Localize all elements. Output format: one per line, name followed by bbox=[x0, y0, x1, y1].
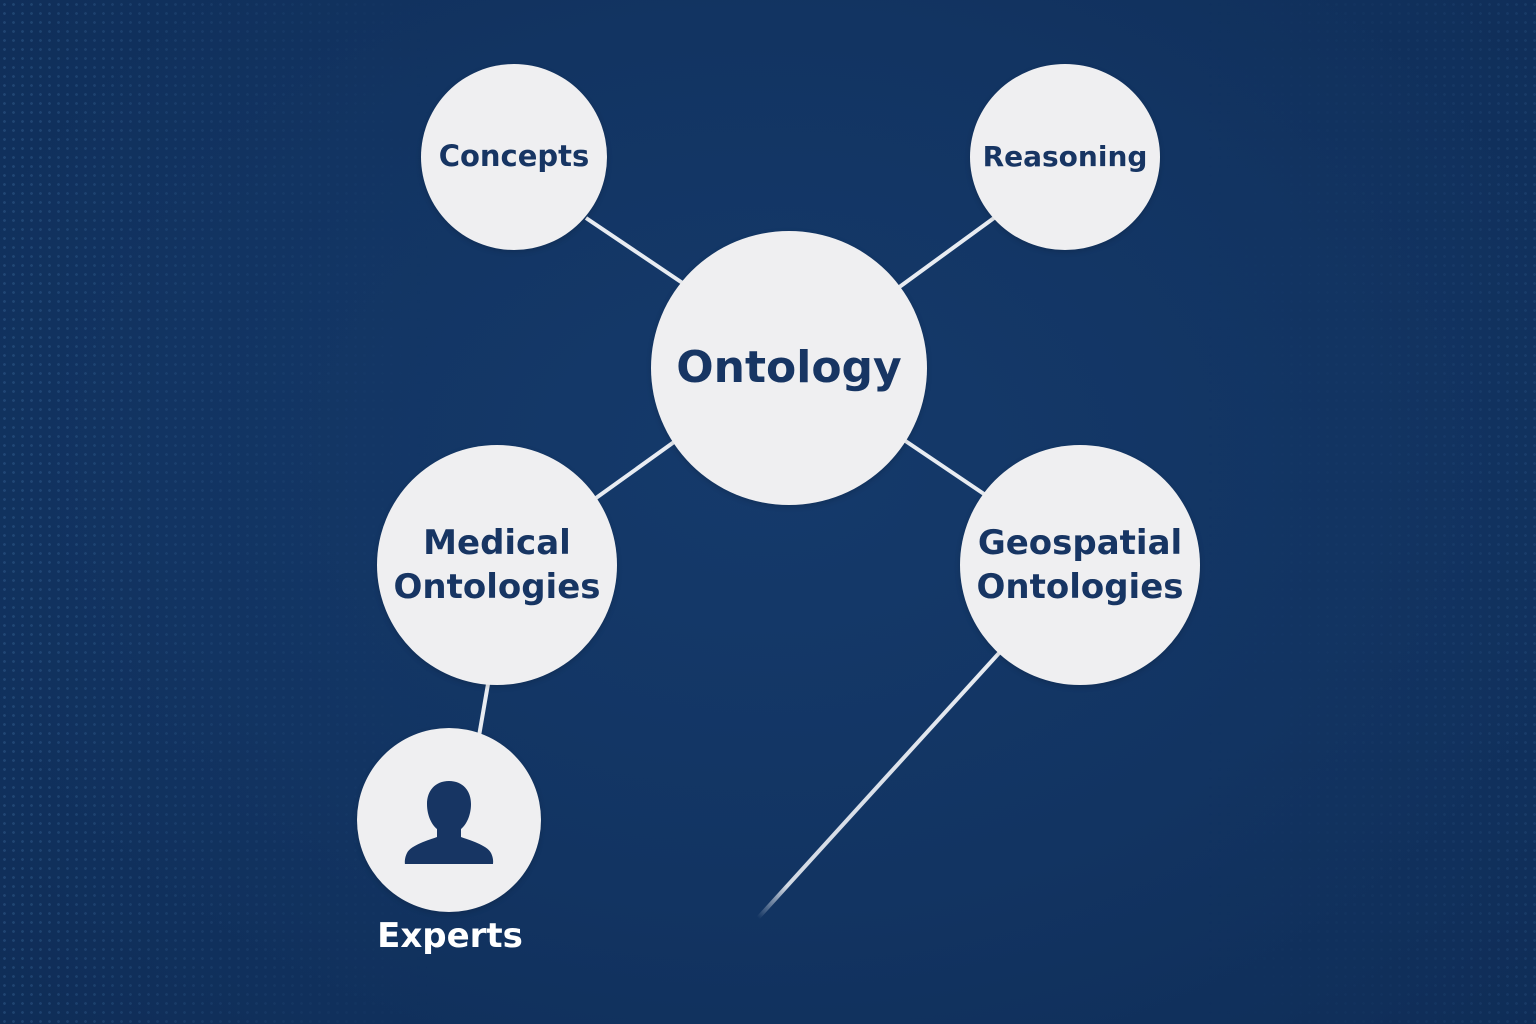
edge-ontology-concepts bbox=[584, 216, 686, 286]
medical-label-line2: Ontologies bbox=[393, 567, 601, 607]
person-icon bbox=[404, 781, 494, 864]
edge-ontology-medical bbox=[594, 440, 676, 500]
reasoning-node: Reasoning bbox=[970, 64, 1160, 250]
edge-geospatial-tail bbox=[756, 650, 1002, 920]
ontology-label: Ontology bbox=[676, 342, 902, 394]
edge-medical-experts bbox=[477, 683, 490, 737]
experts-node bbox=[357, 728, 541, 912]
concepts-node: Concepts bbox=[421, 64, 607, 250]
geospatial-label-line2: Ontologies bbox=[976, 567, 1184, 607]
concepts-label: Concepts bbox=[438, 139, 590, 174]
experts-caption: Experts bbox=[377, 916, 523, 956]
ontology-center-node: Ontology bbox=[651, 231, 927, 505]
edge-ontology-reasoning bbox=[896, 216, 996, 290]
medical-label-line1: Medical bbox=[423, 522, 571, 563]
edge-ontology-geospatial bbox=[902, 438, 986, 496]
reasoning-label: Reasoning bbox=[982, 139, 1148, 173]
geospatial-ontologies-node: Geospatial Ontologies bbox=[960, 445, 1200, 685]
medical-ontologies-node: Medical Ontologies bbox=[377, 445, 617, 685]
geospatial-label-line1: Geospatial bbox=[977, 522, 1183, 563]
